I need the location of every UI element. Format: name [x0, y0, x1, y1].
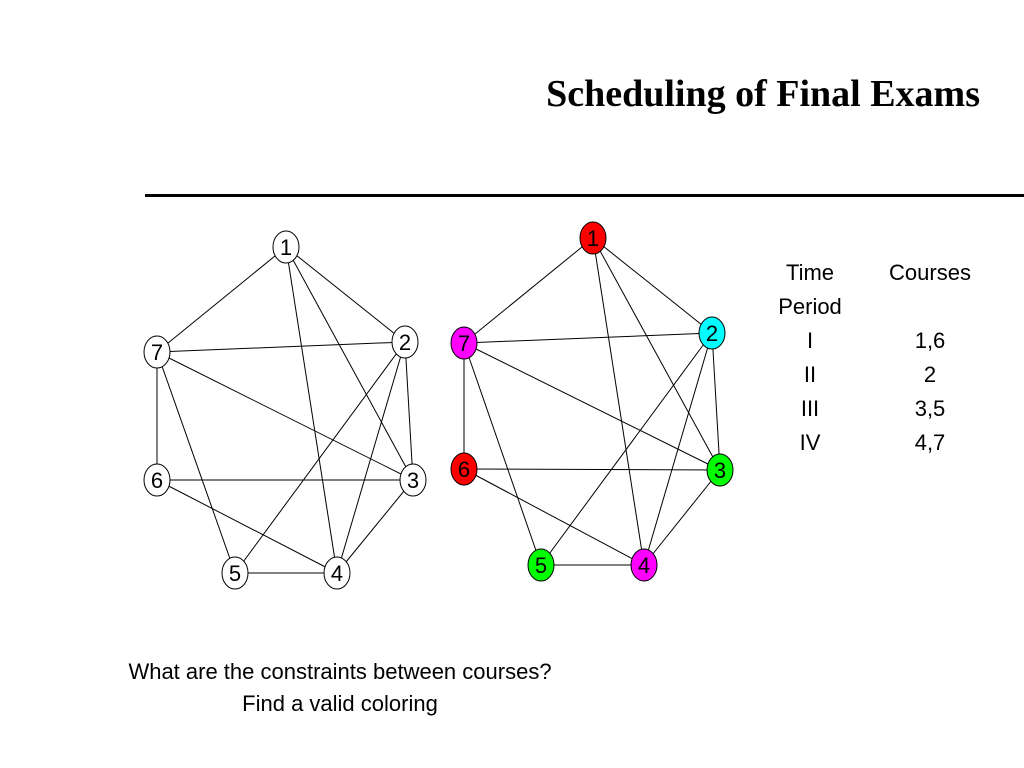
graph-node-label: 6 — [458, 457, 470, 482]
graph-edge — [404, 341, 414, 481]
courses-cell: 3,5 — [914, 396, 946, 421]
graph-edge — [156, 246, 287, 353]
graph-node — [143, 463, 171, 497]
graph-edge — [156, 479, 338, 574]
graph-edge — [463, 468, 721, 471]
graph-node-label: 2 — [706, 321, 718, 346]
graph-edge — [540, 332, 713, 566]
courses-cell: 1,6 — [914, 328, 946, 353]
graph-colored: 1 2 3 4 5 6 7 — [450, 221, 734, 582]
graph-node-label: 5 — [229, 561, 241, 586]
graph-node-label: 4 — [638, 553, 650, 578]
header-courses: Courses — [889, 260, 971, 285]
graph-node-label: 1 — [587, 226, 599, 251]
question-line-2: Find a valid coloring — [242, 691, 438, 716]
schedule-table: Time Period Courses I 1,6 II 2 III 3,5 I… — [760, 256, 1000, 460]
graph-edge — [711, 332, 721, 471]
schedule-row: II 2 — [760, 358, 1000, 392]
graph-node — [391, 325, 419, 359]
graph-node-label: 1 — [280, 235, 292, 260]
graph-edge — [463, 342, 721, 471]
graph-node — [698, 316, 726, 350]
graph-node — [630, 548, 658, 582]
title-divider — [145, 194, 1024, 197]
graph-node — [527, 548, 555, 582]
header-time-period: Time Period — [778, 260, 842, 319]
graph-node — [272, 230, 300, 264]
graph-edge — [592, 237, 713, 334]
period-cell: IV — [799, 430, 821, 455]
graph-edge — [156, 351, 236, 574]
graph-node-label: 3 — [714, 458, 726, 483]
graph-edge — [156, 351, 414, 481]
question-text: What are the constraints between courses… — [40, 656, 640, 720]
schedule-header-row: Time Period Courses — [760, 256, 1000, 324]
courses-cell: 4,7 — [914, 430, 946, 455]
period-cell: II — [803, 362, 817, 387]
graph-edge — [463, 332, 713, 344]
graph-edge — [592, 237, 721, 471]
graph-node-label: 7 — [151, 340, 163, 365]
graph-edge — [285, 246, 406, 343]
graph-node — [323, 556, 351, 590]
graph-edge — [643, 469, 721, 566]
question-line-1: What are the constraints between courses… — [128, 659, 552, 684]
schedule-row: III 3,5 — [760, 392, 1000, 426]
period-cell: I — [806, 328, 814, 353]
graph-edge — [234, 341, 406, 574]
graph-node — [450, 326, 478, 360]
graph-node — [399, 463, 427, 497]
graph-node — [706, 453, 734, 487]
graph-edge — [285, 246, 414, 481]
graph-node-label: 7 — [458, 331, 470, 356]
graph-edge — [592, 237, 645, 566]
courses-cell: 2 — [923, 362, 937, 387]
graph-edge — [336, 479, 414, 574]
graph-edge — [336, 341, 406, 574]
slide-title: Scheduling of Final Exams — [546, 73, 980, 115]
schedule-row: I 1,6 — [760, 324, 1000, 358]
graph-node — [221, 556, 249, 590]
graph-edge — [285, 246, 338, 574]
graph-uncolored: 1 2 3 4 5 6 7 — [143, 230, 427, 590]
graph-edge — [463, 342, 542, 566]
graph-node-label: 2 — [399, 330, 411, 355]
graph-edge — [463, 237, 594, 344]
graph-node-label: 5 — [535, 553, 547, 578]
graph-edge — [463, 468, 645, 566]
graph-edge — [156, 341, 406, 353]
graph-node — [450, 452, 478, 486]
graph-node-label: 4 — [331, 561, 343, 586]
schedule-row: IV 4,7 — [760, 426, 1000, 460]
graph-node-label: 3 — [407, 468, 419, 493]
period-cell: III — [800, 396, 820, 421]
graph-node — [143, 335, 171, 369]
graph-node-label: 6 — [151, 468, 163, 493]
graph-node — [579, 221, 607, 255]
